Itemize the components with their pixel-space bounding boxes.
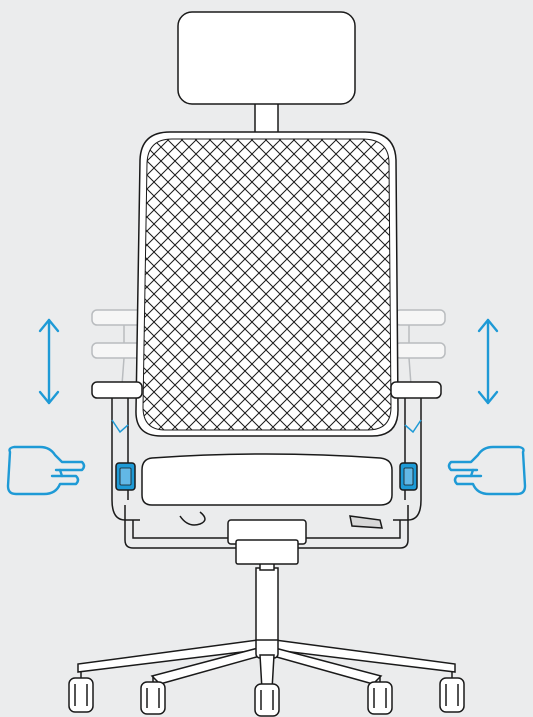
gas-cylinder [255, 561, 279, 641]
right-armrest [390, 381, 442, 521]
caster-3 [254, 683, 280, 717]
vertical-double-arrow-icon-left [38, 318, 60, 405]
left-armrest-support [111, 398, 140, 521]
backrest-mesh [142, 138, 392, 431]
seat-cushion [141, 453, 393, 506]
hand-pointing-left-icon [447, 445, 527, 496]
gas-cylinder-tube [255, 567, 279, 641]
right-button-face [403, 467, 414, 486]
left-armrest [91, 381, 143, 521]
right-armrest-support [393, 398, 422, 521]
caster-2 [140, 676, 166, 715]
backrest [135, 131, 399, 437]
mechanism-lever-right [349, 515, 383, 529]
right-armrest-pad [390, 381, 442, 399]
hand-pointing-right-icon [6, 445, 86, 496]
right-armrest-hinge [404, 419, 422, 434]
left-armrest-ghost-post [121, 325, 125, 386]
left-armrest-ghost-top [91, 309, 143, 326]
left-button-face [119, 467, 132, 486]
mechanism-lever-left [179, 511, 206, 526]
left-armrest-pad [91, 381, 143, 399]
right-armrest-ghost-post [408, 325, 412, 386]
left-armrest-hinge [111, 419, 129, 434]
right-armrest-ghost-middle [394, 342, 446, 359]
caster-4 [367, 676, 393, 715]
vertical-double-arrow-icon-right [477, 318, 499, 405]
seat [141, 453, 393, 506]
headrest-pad [177, 11, 356, 105]
left-armrest-ghost-middle [91, 342, 143, 359]
seat-mechanism [124, 505, 409, 565]
caster-1 [68, 672, 94, 713]
caster-5 [439, 672, 465, 713]
chair-base [68, 635, 465, 717]
mechanism-plate [235, 539, 299, 565]
right-armrest-ghost-top [394, 309, 446, 326]
headrest [177, 11, 356, 141]
